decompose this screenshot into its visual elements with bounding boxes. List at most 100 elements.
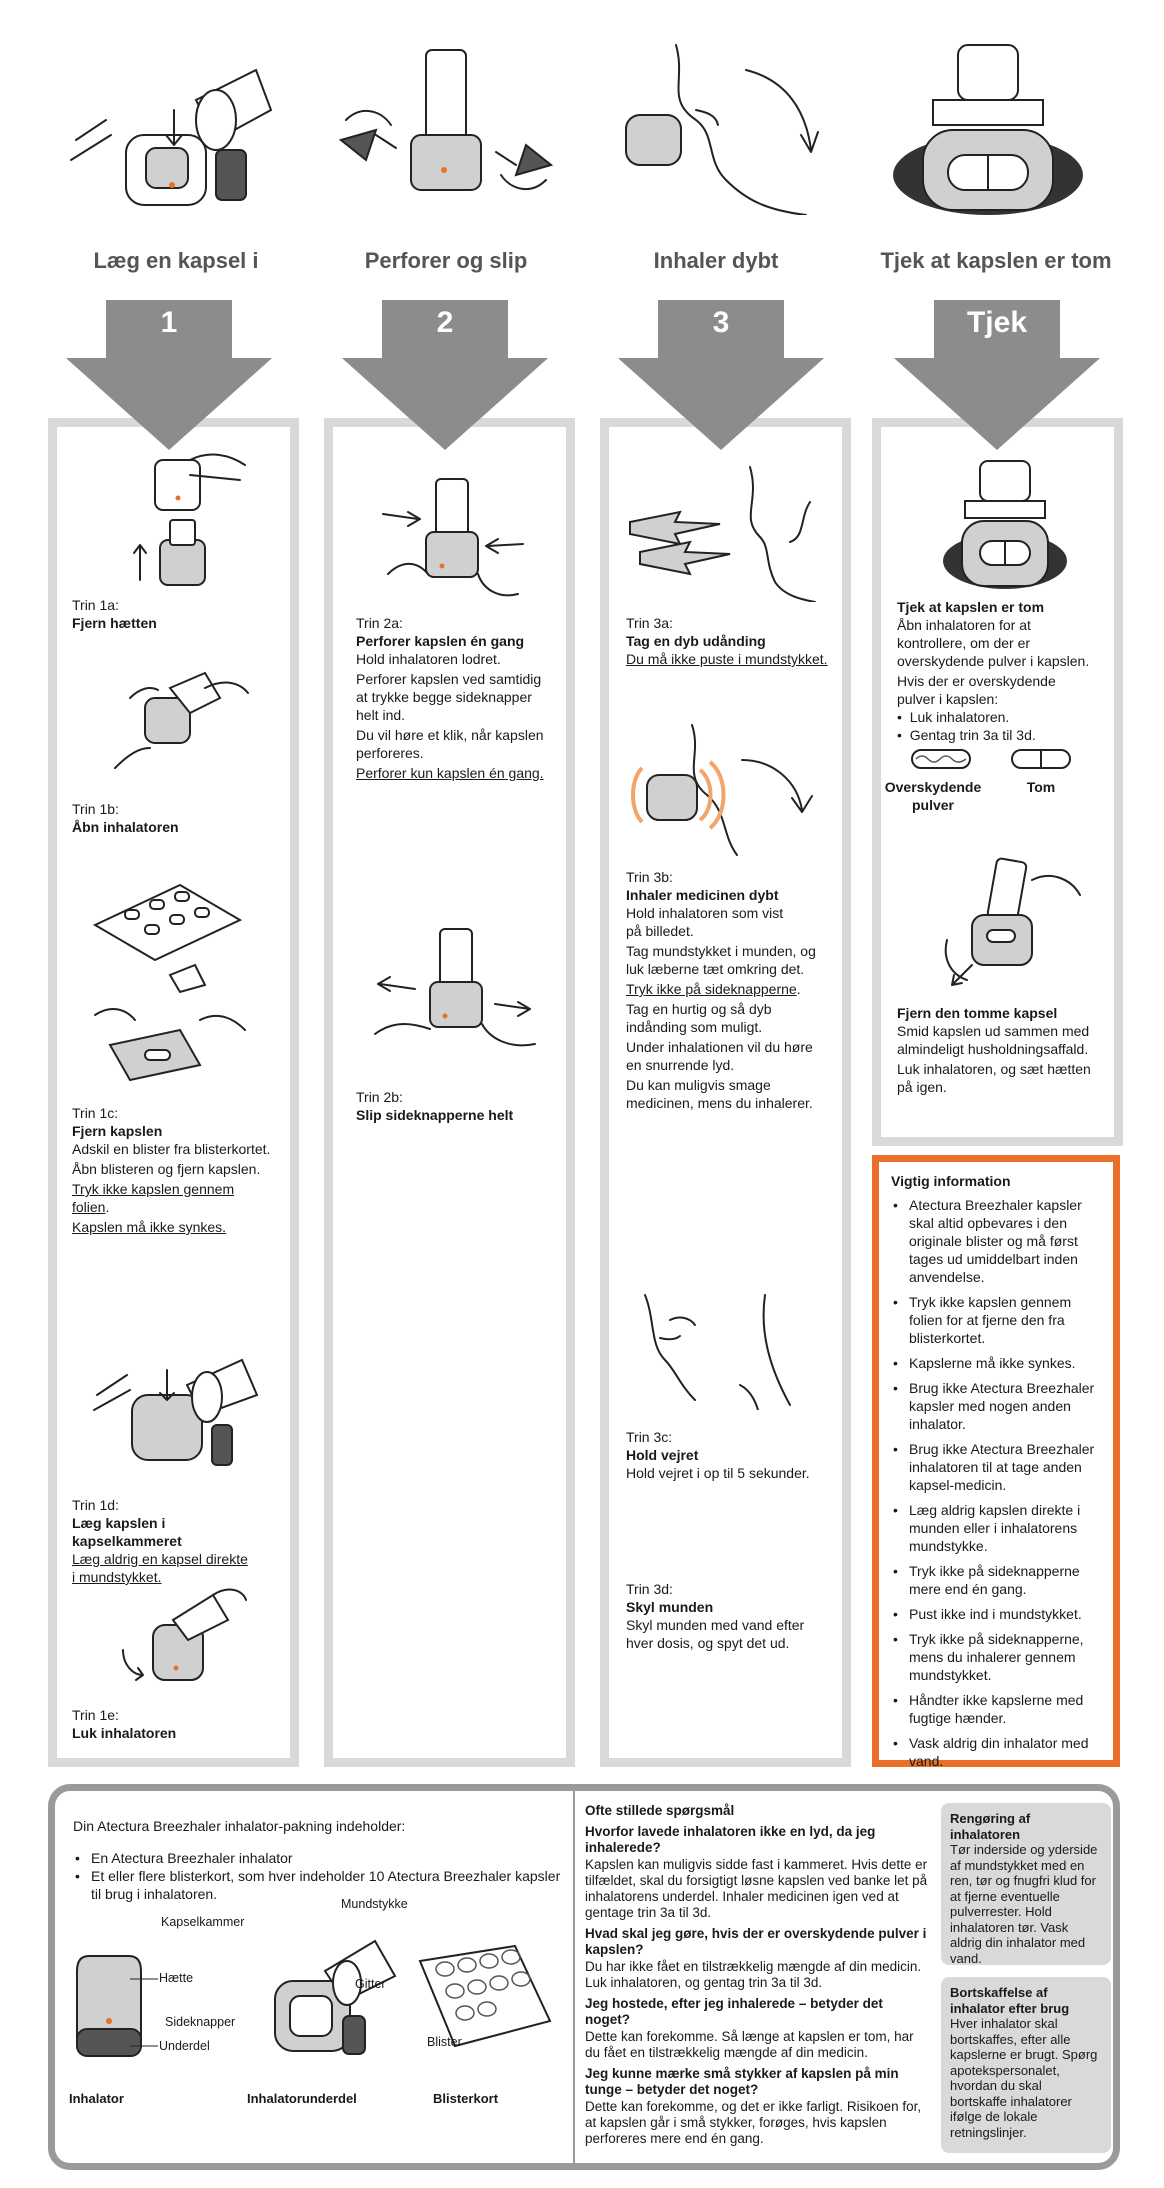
step-2a-warning: Perforer kun kapslen én gang. bbox=[356, 765, 544, 781]
step-3b-text-4a: Tag en hurtig og så dyb bbox=[626, 1001, 772, 1017]
step-3b-text-1a: Hold inhalatoren som vist bbox=[626, 905, 784, 921]
place-capsule-illustration bbox=[93, 1358, 259, 1466]
important-info-item: Brug ikke Atectura Breezhaler inhalatore… bbox=[891, 1440, 1103, 1494]
important-info-item: Brug ikke Atectura Breezhaler kapsler me… bbox=[891, 1379, 1103, 1433]
insert-capsule-illustration bbox=[70, 68, 273, 206]
check-capsule-illustration bbox=[893, 44, 1083, 215]
important-info-item: Tryk ikke på sideknapperne, mens du inha… bbox=[891, 1630, 1103, 1684]
open-inhaler-illustration bbox=[114, 671, 249, 769]
important-info-item: Tryk ikke kapslen gennem folien for at f… bbox=[891, 1293, 1103, 1347]
step-1c-title: Fjern kapslen bbox=[72, 1123, 163, 1139]
caption-excess-powder-2: pulver bbox=[911, 797, 954, 813]
label-mundstykke: Mundstykke bbox=[341, 1897, 408, 1911]
inhale-illustration bbox=[625, 44, 819, 215]
caption-inhalatorunderdel: Inhalatorunderdel bbox=[247, 2091, 357, 2106]
important-info-item: Læg aldrig kapslen direkte i munden elle… bbox=[891, 1501, 1103, 1555]
press-side-buttons-illustration bbox=[382, 478, 524, 597]
step-3d-text-1b: hver dosis, og spyt det ud. bbox=[626, 1635, 790, 1651]
step-title-check: Tjek at kapslen er tom bbox=[880, 248, 1112, 273]
step-1d-label: Trin 1d: bbox=[72, 1497, 119, 1513]
check-text-2a: Hvis der er overskydende bbox=[897, 673, 1056, 689]
step-1c-label: Trin 1c: bbox=[72, 1105, 119, 1121]
step-1a-title: Fjern hætten bbox=[72, 615, 157, 631]
step-1c-warning-2: Kapslen må ikke synkes. bbox=[72, 1219, 227, 1235]
step-1c-warning-1b: folien bbox=[72, 1199, 106, 1215]
faq-question: Hvorfor lavede inhalatoren ikke en lyd, … bbox=[585, 1824, 876, 1855]
label-blister: Blister bbox=[427, 2035, 462, 2049]
step-number-1-overlay: 1 bbox=[160, 306, 178, 339]
column-step-3 bbox=[600, 418, 851, 1767]
empty-capsule-icon bbox=[1011, 749, 1071, 769]
remove-empty-capsule-illustration bbox=[944, 857, 1081, 986]
faq-answer: Du har ikke fået en tilstrækkelig mængde… bbox=[585, 1959, 922, 1990]
step-3b-warning-dot: . bbox=[796, 981, 801, 997]
remove-capsule-text-1b: almindeligt husholdningsaffald. bbox=[897, 1041, 1089, 1057]
step-1d-warning-2: i mundstykket. bbox=[72, 1569, 162, 1585]
step-3b-text-1b: på billedet. bbox=[626, 923, 694, 939]
step-1d-title-2: kapselkammeret bbox=[72, 1533, 182, 1549]
step-2a-text-2b: at trykke begge sideknapper bbox=[356, 689, 532, 705]
pack-intro-text: Din Atectura Breezhaler inhalator-paknin… bbox=[73, 1818, 406, 1834]
check-text-1a: Åbn inhalatoren for at bbox=[897, 617, 1031, 633]
inhaler-diagram bbox=[76, 1955, 142, 2057]
cleaning-title: Rengøring af inhalatoren bbox=[950, 1811, 1031, 1842]
inhaler-base-diagram bbox=[274, 1939, 397, 2055]
faq-title: Ofte stillede spørgsmål bbox=[585, 1803, 735, 1818]
step-title-2: Perforer og slip bbox=[364, 248, 528, 273]
step-3b-text-6b: medicinen, mens du inhalerer. bbox=[626, 1095, 813, 1111]
bottom-divider bbox=[573, 1791, 575, 2163]
cleaning-text: Tør inderside og yderside af mundstykket… bbox=[950, 1842, 1098, 1966]
check-text-2b: pulver i kapslen: bbox=[897, 691, 999, 707]
step-number-2-overlay: 2 bbox=[436, 306, 454, 339]
step-3b-title: Inhaler medicinen dybt bbox=[626, 887, 779, 903]
step-3a-title: Tag en dyb udånding bbox=[626, 633, 766, 649]
step-1e-title: Luk inhalatoren bbox=[72, 1725, 177, 1741]
step-1c-text-2: Åbn blisteren og fjern kapslen. bbox=[72, 1161, 261, 1177]
step-title-3: Inhaler dybt bbox=[653, 248, 779, 273]
step-3b-text-5a: Under inhalationen vil du høre bbox=[626, 1039, 813, 1055]
step-3b-text-2b: luk læberne tæt omkring det. bbox=[626, 961, 805, 977]
step-3d-text-1a: Skyl munden med vand efter bbox=[626, 1617, 805, 1633]
important-info-item: Atectura Breezhaler kapsler skal altid o… bbox=[891, 1196, 1103, 1286]
column-step-2 bbox=[324, 418, 575, 1767]
important-info-box: Vigtig information Atectura Breezhaler k… bbox=[872, 1155, 1120, 1770]
step-3b-text-4b: indånding som muligt. bbox=[626, 1019, 763, 1035]
inhale-deeply-illustration bbox=[631, 724, 813, 856]
step-2a-text-2a: Perforer kapslen ved samtidig bbox=[356, 671, 542, 687]
step-1c-text-1: Adskil en blister fra blisterkortet. bbox=[72, 1141, 271, 1157]
blister-card-diagram bbox=[418, 1944, 552, 2048]
step-arrow-check-overlay bbox=[894, 300, 1100, 450]
label-gitter: Gitter bbox=[355, 1977, 386, 1991]
step-1d-title-1: Læg kapslen i bbox=[72, 1515, 166, 1531]
perforate-illustration bbox=[338, 49, 554, 191]
disposal-title: Bortskaffelse af inhalator efter brug bbox=[950, 1985, 1070, 2016]
step-3a-label: Trin 3a: bbox=[626, 615, 673, 631]
capsule-with-powder-icon bbox=[911, 749, 971, 769]
step-3b-text-6a: Du kan muligvis smage bbox=[626, 1077, 771, 1093]
faq-question: Hvad skal jeg gøre, hvis der er overskyd… bbox=[585, 1926, 927, 1957]
label-kapselkammer: Kapselkammer bbox=[161, 1915, 245, 1929]
bottom-section: Din Atectura Breezhaler inhalator-paknin… bbox=[48, 1784, 1120, 2170]
step-title-1: Læg en kapsel i bbox=[93, 248, 259, 273]
step-3d-title: Skyl munden bbox=[626, 1599, 714, 1615]
check-bullet-2: Gentag trin 3a til 3d. bbox=[909, 727, 1036, 743]
step-3c-label: Trin 3c: bbox=[626, 1429, 673, 1445]
step-3b-warning: Tryk ikke på sideknapperne bbox=[626, 981, 797, 997]
step-3d-label: Trin 3d: bbox=[626, 1581, 673, 1597]
pack-item: Et eller flere blisterkort, som hver ind… bbox=[73, 1867, 563, 1903]
step-2b-label: Trin 2b: bbox=[356, 1089, 403, 1105]
column-step-1 bbox=[48, 418, 299, 1767]
step-3b-text-5b: en snurrende lyd. bbox=[626, 1057, 735, 1073]
important-info-item: Kapslerne må ikke synkes. bbox=[891, 1354, 1103, 1372]
remove-capsule-title: Fjern den tomme kapsel bbox=[897, 1005, 1058, 1021]
important-info-item: Vask aldrig din inhalator med vand. bbox=[891, 1734, 1103, 1770]
important-info-item: Håndter ikke kapslerne med fugtige hænde… bbox=[891, 1691, 1103, 1727]
exhale-illustration bbox=[629, 466, 816, 602]
step-number-3-overlay: 3 bbox=[712, 306, 730, 339]
step-3b-text-2a: Tag mundstykket i munden, og bbox=[626, 943, 816, 959]
caption-inhalator: Inhalator bbox=[69, 2091, 124, 2106]
step-2a-text-3a: Du vil høre et klik, når kapslen bbox=[356, 727, 544, 743]
caption-excess-powder-1: Overskydende bbox=[884, 779, 982, 795]
hold-breath-illustration bbox=[644, 1294, 791, 1410]
remove-capsule-illustration bbox=[92, 883, 246, 1082]
